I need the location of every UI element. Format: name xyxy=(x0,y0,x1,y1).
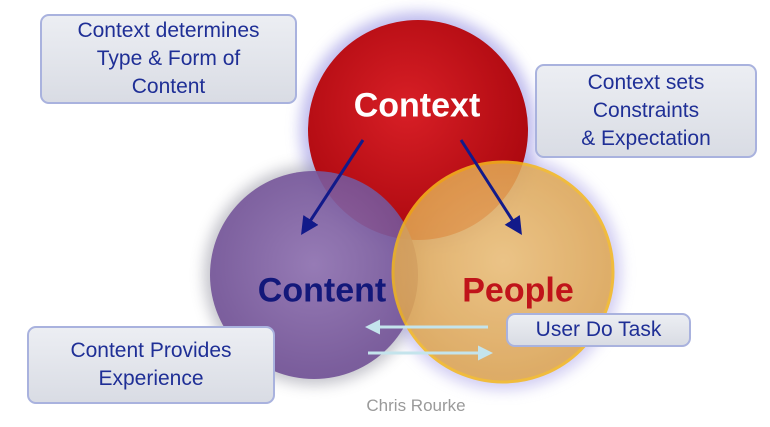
callout-line: Context determines xyxy=(77,19,260,42)
people-label: People xyxy=(462,271,574,310)
author-credit: Chris Rourke xyxy=(366,396,466,415)
callout-line: Content Provides xyxy=(70,339,232,362)
callout-context-determines: Context determines Type & Form of Conten… xyxy=(40,14,297,104)
callout-content-provides: Content Provides Experience xyxy=(27,326,275,404)
callout-line: Context sets xyxy=(587,71,705,94)
context-label: Context xyxy=(353,86,481,125)
context-to-content-arrow xyxy=(301,139,365,236)
callout-context-sets: Context sets Constraints & Expectation xyxy=(535,64,757,158)
callout-line: User Do Task xyxy=(535,318,662,341)
context-to-people-arrow xyxy=(459,139,522,236)
content-label: Content xyxy=(257,271,387,310)
callout-user-do-task: User Do Task xyxy=(506,313,691,347)
callout-line: Experience xyxy=(98,367,204,390)
callout-line: Type & Form of xyxy=(96,47,241,70)
callout-line: Content xyxy=(131,75,206,98)
callout-line: & Expectation xyxy=(581,127,711,150)
callout-line: Constraints xyxy=(592,99,700,122)
